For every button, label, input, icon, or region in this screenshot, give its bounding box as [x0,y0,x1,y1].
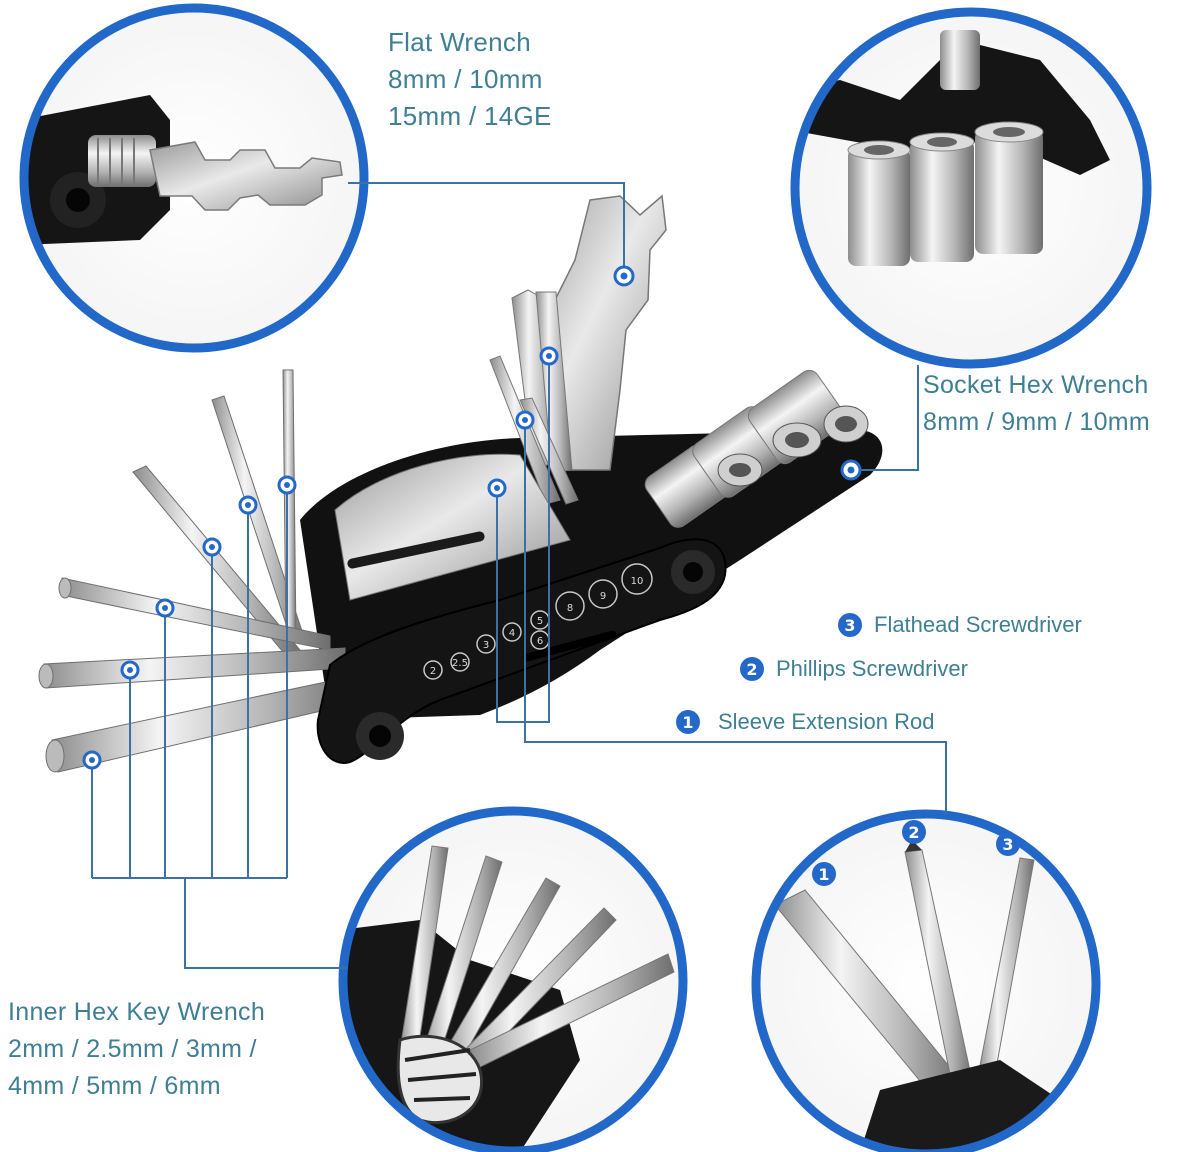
inner-hex-label: Inner Hex Key Wrench 2mm / 2.5mm / 3mm /… [8,994,265,1105]
size-marking: 9 [600,591,606,602]
inner-hex-sizes-1: 2mm / 2.5mm / 3mm / [8,1035,257,1063]
callout-flathead: 3 Flathead Screwdriver [838,612,1082,638]
inner-hex-sizes-2: 4mm / 5mm / 6mm [8,1072,221,1100]
zoom-circle-hex-keys [338,806,688,1152]
zoom-badge-1: 1 [812,862,836,886]
flat-wrench-sizes-2: 15mm / 14GE [388,101,552,131]
inner-hex-title: Inner Hex Key Wrench [8,998,266,1026]
size-marking: 5 [537,616,543,627]
zoom-badge-3: 3 [996,832,1020,856]
front-handle [316,538,727,764]
callout-sleeve: 1 Sleeve Extension Rod [676,709,934,735]
socket-8mm [847,140,911,266]
number-badge: 3 [838,613,862,637]
number-badge: 1 [676,710,700,734]
callout-sleeve-text: Sleeve Extension Rod [718,709,935,734]
zoom-circle-flat-wrench [19,3,369,353]
size-marking: 10 [631,576,644,587]
callout-flathead-text: Flathead Screwdriver [874,612,1082,637]
zoom-badge-2: 2 [902,820,926,844]
number-badge: 2 [740,657,764,681]
flat-wrench-title: Flat Wrench [388,27,531,57]
zoom-circle-sockets [790,7,1152,369]
callout-phillips-text: Phillips Screwdriver [776,656,968,681]
socket-hex-label: Socket Hex Wrench 8mm / 9mm / 10mm [923,367,1150,441]
socket-9mm [909,132,975,262]
leader-lines [91,182,947,969]
size-marking: 3 [483,640,489,651]
socket-hex-title: Socket Hex Wrench [923,371,1149,399]
callout-phillips: 2 Phillips Screwdriver [740,656,968,682]
size-marking: 2.5 [452,658,468,669]
socket-10mm [974,121,1044,254]
size-marking: 2 [430,666,436,677]
socket-hex-sizes: 8mm / 9mm / 10mm [923,408,1151,436]
zoom-circle-screwdrivers [751,809,1101,1152]
socket-stack [644,369,869,528]
flat-wrench-sizes-1: 8mm / 10mm [388,64,543,94]
flat-wrench-label: Flat Wrench 8mm / 10mm 15mm / 14GE [388,24,552,135]
leader-dots [82,265,862,770]
size-marking: 4 [509,628,515,639]
size-marking: 6 [537,636,543,647]
size-marking: 8 [567,603,573,614]
